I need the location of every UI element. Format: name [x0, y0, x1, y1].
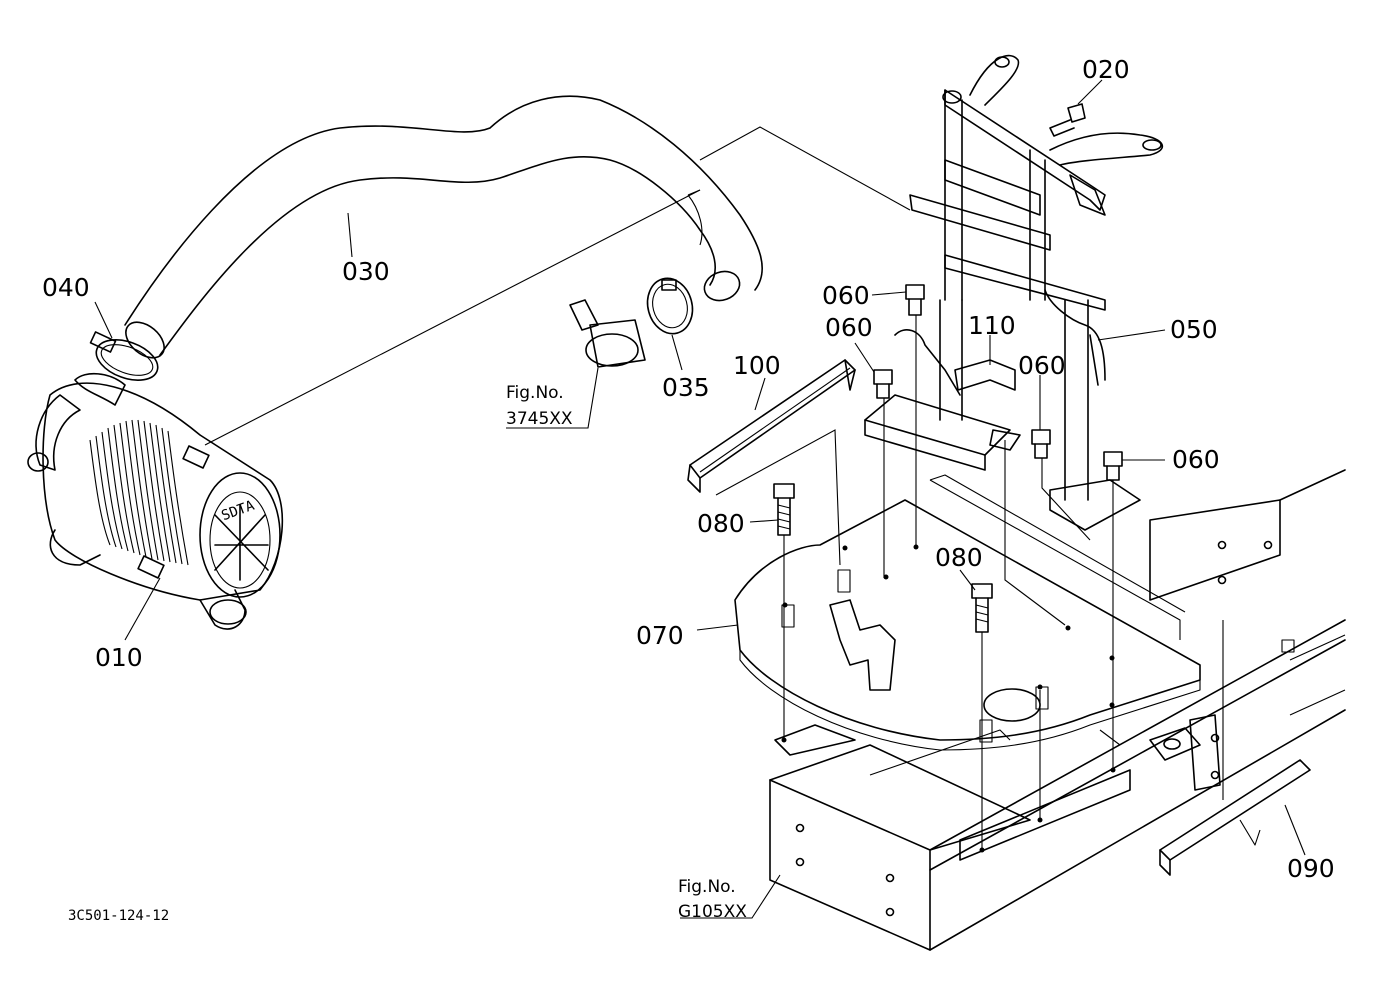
bolt-part-080-b[interactable]	[971, 583, 993, 633]
bolt-part-060-b[interactable]	[873, 369, 893, 399]
spacer-collars	[781, 569, 1049, 743]
hose-clamp-part-040[interactable]	[89, 331, 163, 388]
callout-080-a: 080	[697, 509, 745, 538]
fig-ref-label: Fig.No.	[678, 877, 736, 897]
callout-110: 110	[968, 311, 1016, 340]
figure-reference-3745xx[interactable]: Fig.No. 3745XX	[506, 383, 573, 429]
callout-010: 010	[95, 643, 143, 672]
air-cleaner-stand-part-050[interactable]	[864, 54, 1164, 531]
callout-040: 040	[42, 273, 90, 302]
fig-ref-number: G105XX	[678, 902, 747, 922]
air-hose-part-030[interactable]	[119, 95, 763, 365]
bracket-part-090[interactable]	[1159, 759, 1311, 876]
callout-070: 070	[636, 621, 684, 650]
assembly-lines	[204, 126, 1224, 853]
figure-reference-g105xx[interactable]: Fig.No. G105XX	[678, 877, 747, 922]
callout-060-d: 060	[1172, 445, 1220, 474]
cover-part-100[interactable]	[687, 359, 856, 493]
drawing-code: 3C501-124-12	[68, 908, 169, 924]
bolt-part-060-d[interactable]	[1103, 451, 1123, 481]
fig-ref-number: 3745XX	[506, 409, 573, 429]
callout-020: 020	[1082, 55, 1130, 84]
bracket-part-110[interactable]	[954, 359, 1021, 451]
callout-030: 030	[342, 257, 390, 286]
callout-060-a: 060	[822, 281, 870, 310]
leader-lines	[94, 79, 1306, 919]
svg-text:SDTA: SDTA	[219, 498, 257, 525]
sensor-sleeve-fig-3745xx[interactable]	[569, 299, 646, 368]
filter-ribs	[89, 419, 189, 566]
callout-060-b: 060	[825, 313, 873, 342]
air-cleaner-part-010[interactable]: SDTA	[27, 372, 284, 630]
callout-050: 050	[1170, 315, 1218, 344]
callout-labels: 010 020 030 035 040 050 060 060 060 060 …	[42, 55, 1335, 883]
bolt-part-020[interactable]	[1049, 103, 1086, 137]
callout-090: 090	[1287, 854, 1335, 883]
fig-ref-label: Fig.No.	[506, 383, 564, 403]
floor-plate-part-070[interactable]	[734, 499, 1201, 751]
callout-080-b: 080	[935, 543, 983, 572]
callout-060-c: 060	[1018, 351, 1066, 380]
hose-band-part-035[interactable]	[642, 273, 699, 338]
bolt-part-060-c[interactable]	[1031, 429, 1051, 459]
bolt-part-080-a[interactable]	[773, 483, 795, 536]
bolt-part-060-a[interactable]	[905, 284, 925, 316]
callout-035: 035	[662, 373, 710, 402]
callout-100: 100	[733, 351, 781, 380]
chassis-frame-fig-g105xx	[769, 469, 1346, 951]
